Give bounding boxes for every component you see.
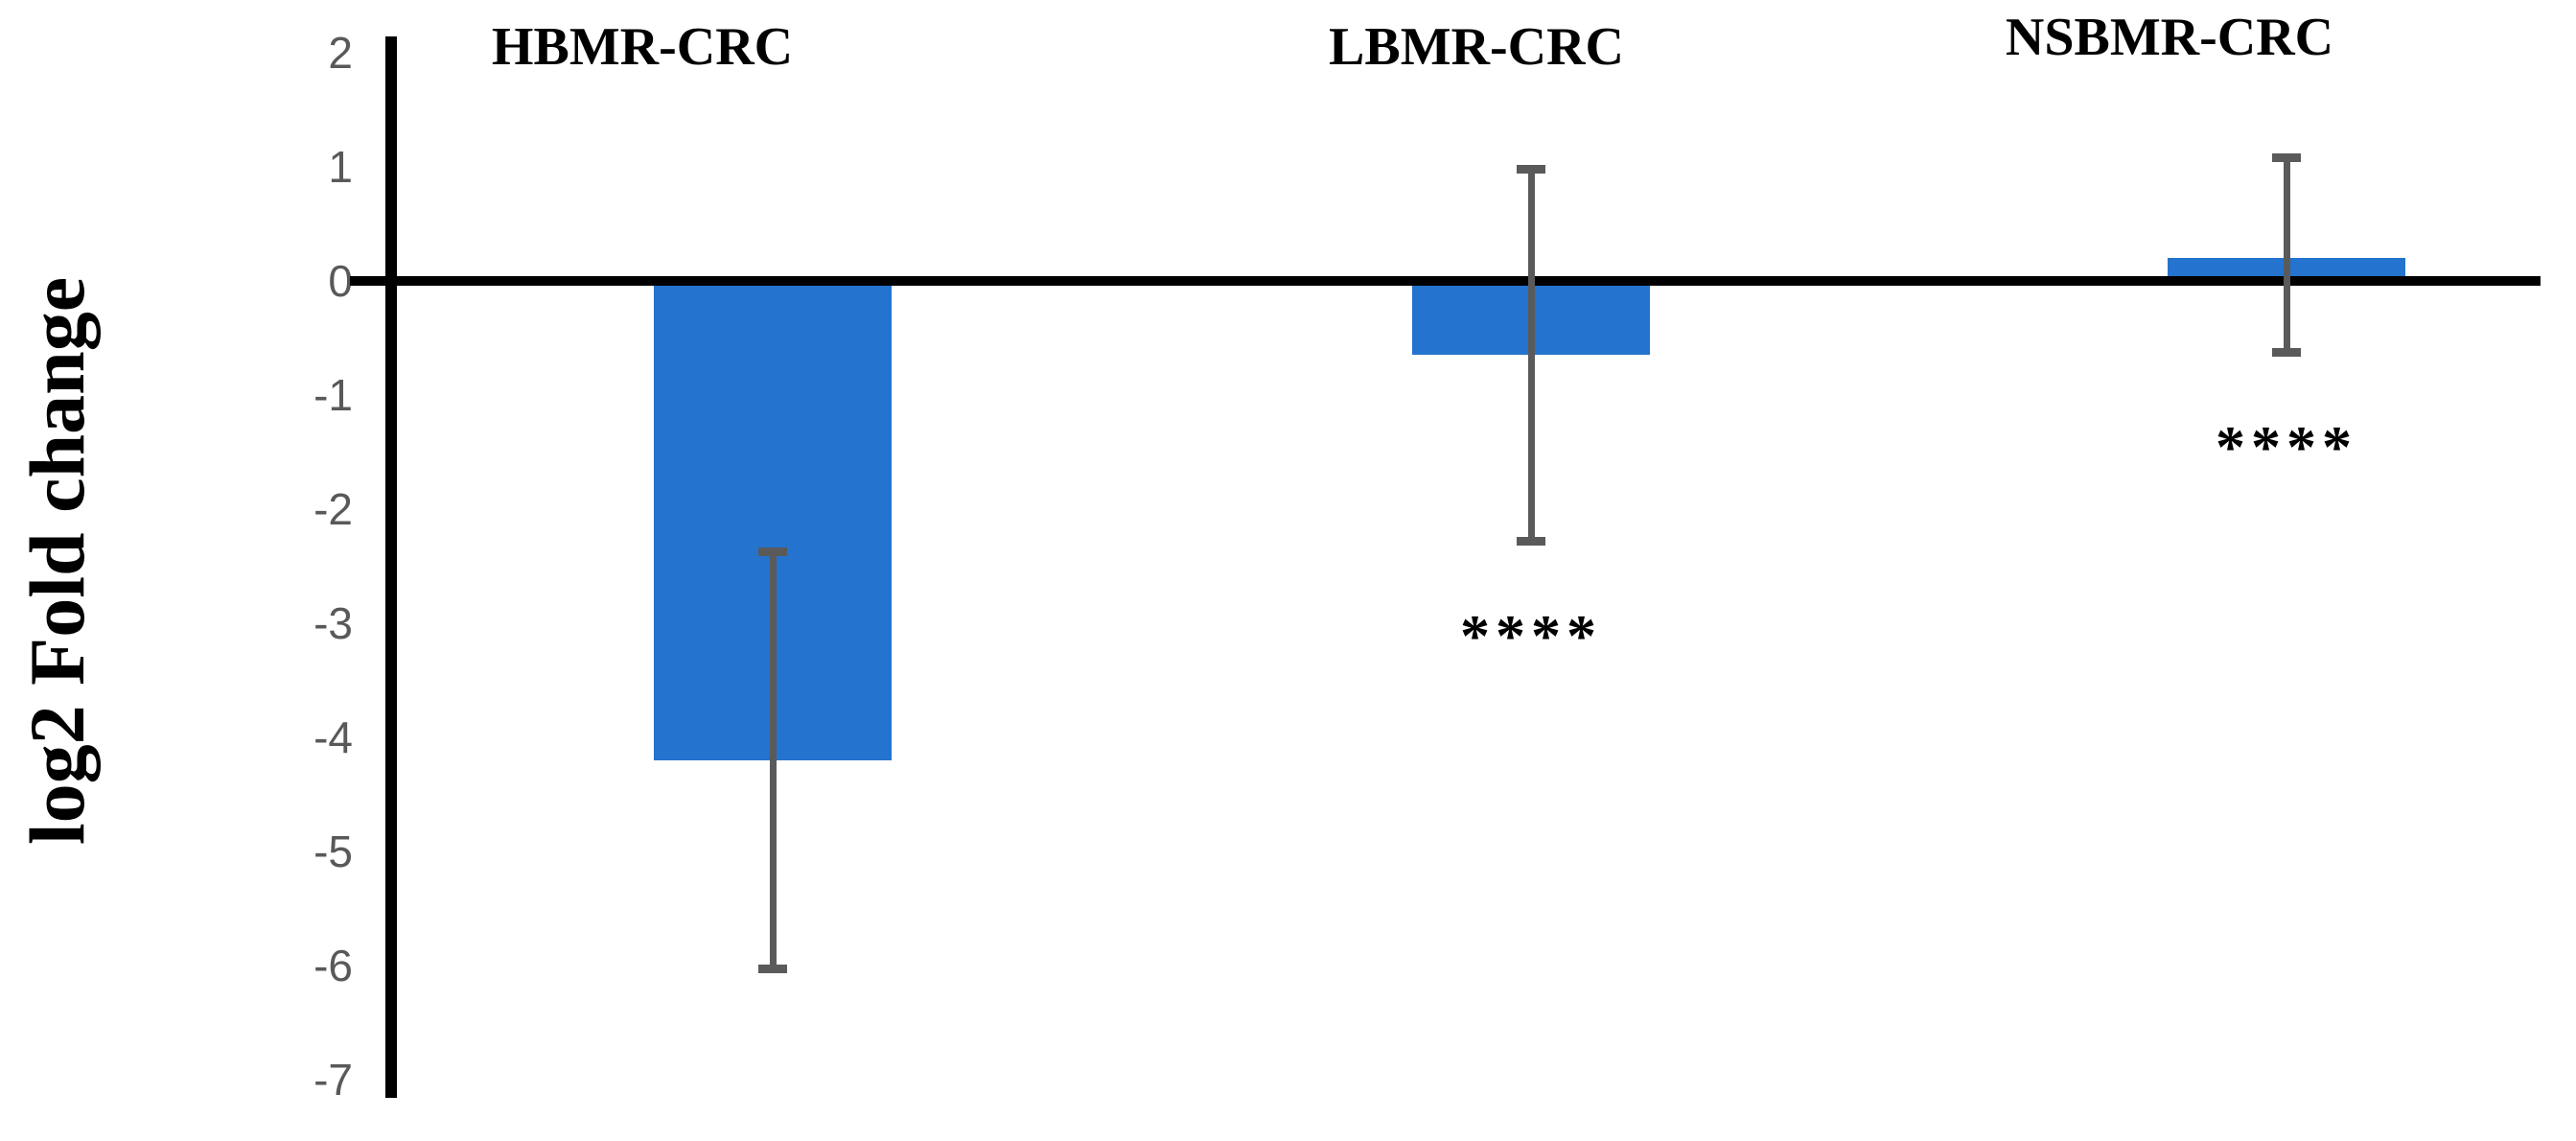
y-tick-label-1: 1: [328, 142, 353, 192]
significance-stars-nsbmr-crc: ****: [2216, 415, 2357, 481]
y-tick-label--1: -1: [313, 370, 353, 420]
error-bar-line-lbmr-crc: [1528, 167, 1535, 544]
error-bar-cap-bottom-hbmr-crc: [758, 964, 787, 973]
y-tick-label--3: -3: [313, 598, 353, 648]
category-label-lbmr-crc: LBMR-CRC: [1329, 17, 1624, 77]
error-bar-cap-bottom-nsbmr-crc: [2272, 348, 2301, 358]
y-tick-label--5: -5: [313, 827, 353, 876]
error-bar-cap-top-hbmr-crc: [758, 547, 787, 556]
y-tick-label--7: -7: [313, 1055, 353, 1105]
significance-stars-lbmr-crc: ****: [1460, 603, 1602, 669]
error-bar-cap-top-lbmr-crc: [1517, 165, 1545, 174]
error-bar-line-hbmr-crc: [770, 548, 777, 971]
y-tick-label-2: 2: [328, 28, 353, 78]
error-bar-cap-top-nsbmr-crc: [2272, 153, 2301, 163]
y-axis-line: [385, 36, 397, 1098]
y-tick-label--4: -4: [313, 712, 353, 762]
category-label-hbmr-crc: HBMR-CRC: [491, 17, 794, 77]
y-tick-label--2: -2: [313, 484, 353, 534]
category-label-nsbmr-crc: NSBMR-CRC: [2005, 8, 2334, 67]
y-tick-label--6: -6: [313, 941, 353, 990]
error-bar-line-nsbmr-crc: [2284, 155, 2290, 356]
y-axis-title: log2 Fold change: [13, 276, 101, 846]
error-bar-cap-bottom-lbmr-crc: [1517, 536, 1545, 546]
y-tick-label-0: 0: [328, 256, 353, 306]
zero-baseline: [350, 276, 2541, 286]
